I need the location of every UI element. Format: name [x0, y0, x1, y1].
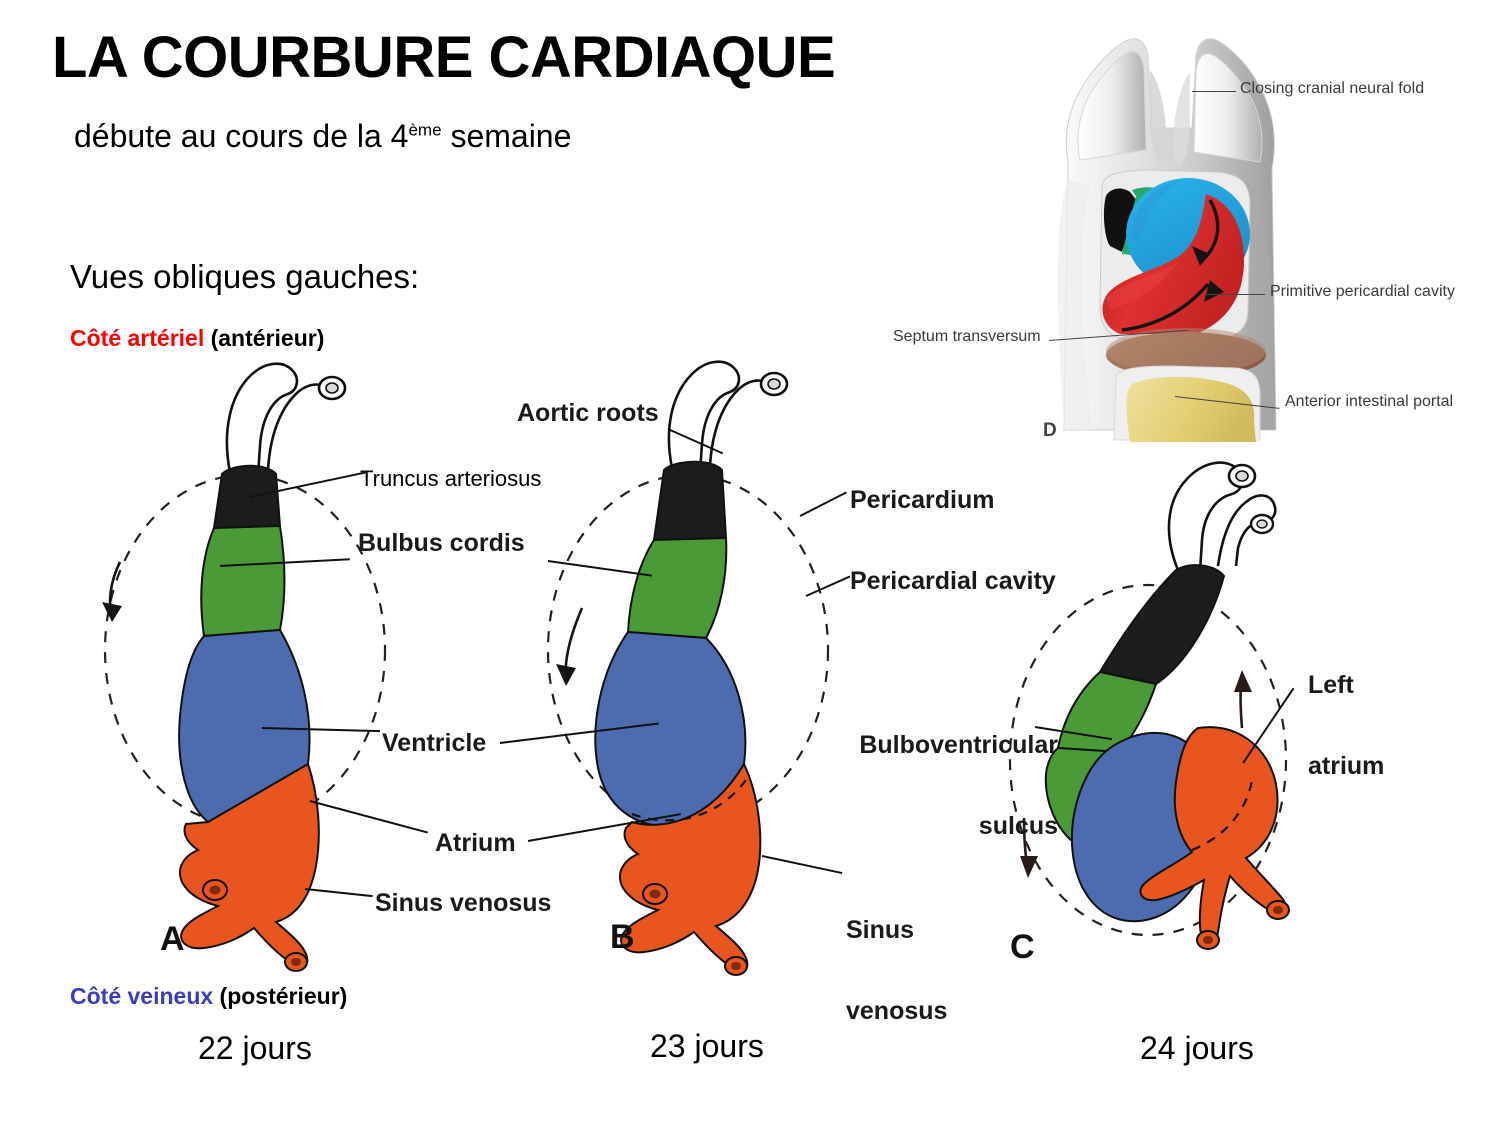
left-atrium-line-1: Left: [1308, 671, 1354, 699]
anterior-intestinal-portal-shape: [1126, 376, 1256, 442]
figure-label-ventricle: Ventricle: [382, 729, 487, 757]
panel-c-ventricle: [1071, 731, 1216, 923]
panel-b-aortic-roots: [667, 360, 789, 474]
leader-primitive-pericardial-cavity: [1205, 294, 1265, 296]
subtitle-text-before: débute au cours de la 4: [74, 118, 409, 154]
panel-a-truncus-arteriosus: [212, 464, 282, 530]
figure-label-bulboventricular-sulcus: Bulboventricular sulcus: [848, 678, 1058, 867]
subtitle: débute au cours de la 4ème semaine: [74, 118, 571, 155]
sinus-venosus-b-line-1: Sinus: [846, 916, 915, 944]
panel-c-left-atrium: [1139, 726, 1288, 945]
arterial-side-label-plain: (antérieur): [204, 325, 325, 351]
inset-flow-arrows: [1121, 199, 1220, 332]
figure-label-sinus-venosus: Sinus venosus: [375, 889, 552, 917]
inset-ventricle-blue: [1126, 178, 1250, 290]
leader-closing-cranial-neural-fold: [1192, 91, 1236, 93]
panel-b-heart-diagram: [520, 350, 860, 976]
panel-c-bulbus-cordis-upper: [1056, 670, 1158, 754]
inset-atrium-red: [1102, 194, 1244, 334]
panel-a-aortic-roots: [225, 362, 347, 478]
arterial-side-label: Côté artériel (antérieur): [70, 325, 324, 352]
bulboventricular-line-1: Bulboventricular: [859, 731, 1058, 759]
inset-truncus-black: [1103, 188, 1138, 252]
day-label-panel-c: 24 jours: [1140, 1030, 1254, 1066]
panel-b-pericardium-outline: [546, 473, 830, 827]
figure-label-aortic-roots: Aortic roots: [517, 399, 659, 427]
figure-label-left-atrium: Left atrium: [1308, 618, 1384, 807]
left-atrium-line-2: atrium: [1308, 752, 1385, 780]
day-label-panel-a: 22 jours: [198, 1030, 312, 1066]
venous-side-label-colored: Côté veineux: [70, 983, 214, 1009]
panel-c-truncus-arteriosus: [1098, 564, 1226, 686]
pericardial-cavity-region: [1099, 169, 1251, 341]
panel-b-atrium-sinus-venosus: [619, 761, 762, 973]
day-label-panel-b: 23 jours: [650, 1028, 764, 1064]
panel-a-heart-diagram: [90, 350, 420, 972]
figure-label-bulbus-cordis: Bulbus cordis: [358, 529, 525, 557]
panel-a-rotation-arrow: [108, 561, 122, 619]
panel-a-bulbus-cordis: [200, 524, 286, 638]
venous-side-label: Côté veineux (postérieur): [70, 983, 347, 1010]
inset-label-closing-cranial-neural-fold: Closing cranial neural fold: [1240, 80, 1425, 97]
panel-c-aortic-roots: [1167, 461, 1277, 574]
inset-bulbus-green: [1122, 187, 1178, 258]
panel-a-ventricle: [178, 628, 311, 824]
bulboventricular-line-2: sulcus: [978, 812, 1058, 840]
panel-b-truncus-arteriosus: [652, 460, 728, 542]
panel-letter-c: C: [1010, 928, 1035, 966]
panel-a-atrium-sinus-venosus: [179, 762, 320, 969]
inset-label-anterior-intestinal-portal: Anterior intestinal portal: [1285, 393, 1454, 410]
septum-transversum-shape: [1106, 332, 1266, 378]
inset-embryo-diagram: [1010, 10, 1500, 450]
subtitle-superscript: ème: [408, 120, 442, 140]
arterial-side-label-colored: Côté artériel: [70, 325, 205, 351]
panel-letter-a: A: [160, 920, 185, 958]
panel-a-pericardium-outline: [103, 473, 387, 827]
inset-label-septum-transversum: Septum transversum: [893, 328, 1041, 345]
figure-label-pericardial-cavity: Pericardial cavity: [850, 567, 1056, 595]
figure-label-pericardium: Pericardium: [850, 486, 995, 514]
panel-b-rotation-arrow: [564, 607, 584, 681]
figure-label-sinus-venosus-b: Sinus venosus: [846, 863, 947, 1052]
views-heading: Vues obliques gauches:: [70, 258, 420, 295]
annotation-label-truncus-arteriosus: Truncus arteriosus: [360, 466, 542, 491]
subtitle-text-after: semaine: [441, 118, 572, 154]
page-title: LA COURBURE CARDIAQUE: [52, 25, 836, 90]
venous-side-label-plain: (postérieur): [213, 983, 348, 1009]
inset-label-primitive-pericardial-cavity: Primitive pericardial cavity: [1270, 283, 1455, 300]
panel-letter-b: B: [610, 918, 635, 956]
figure-label-atrium: Atrium: [435, 829, 516, 857]
panel-b-bulbus-cordis: [626, 536, 728, 640]
sinus-venosus-b-line-2: venosus: [846, 997, 948, 1025]
inset-panel-letter-d: D: [1043, 420, 1057, 441]
